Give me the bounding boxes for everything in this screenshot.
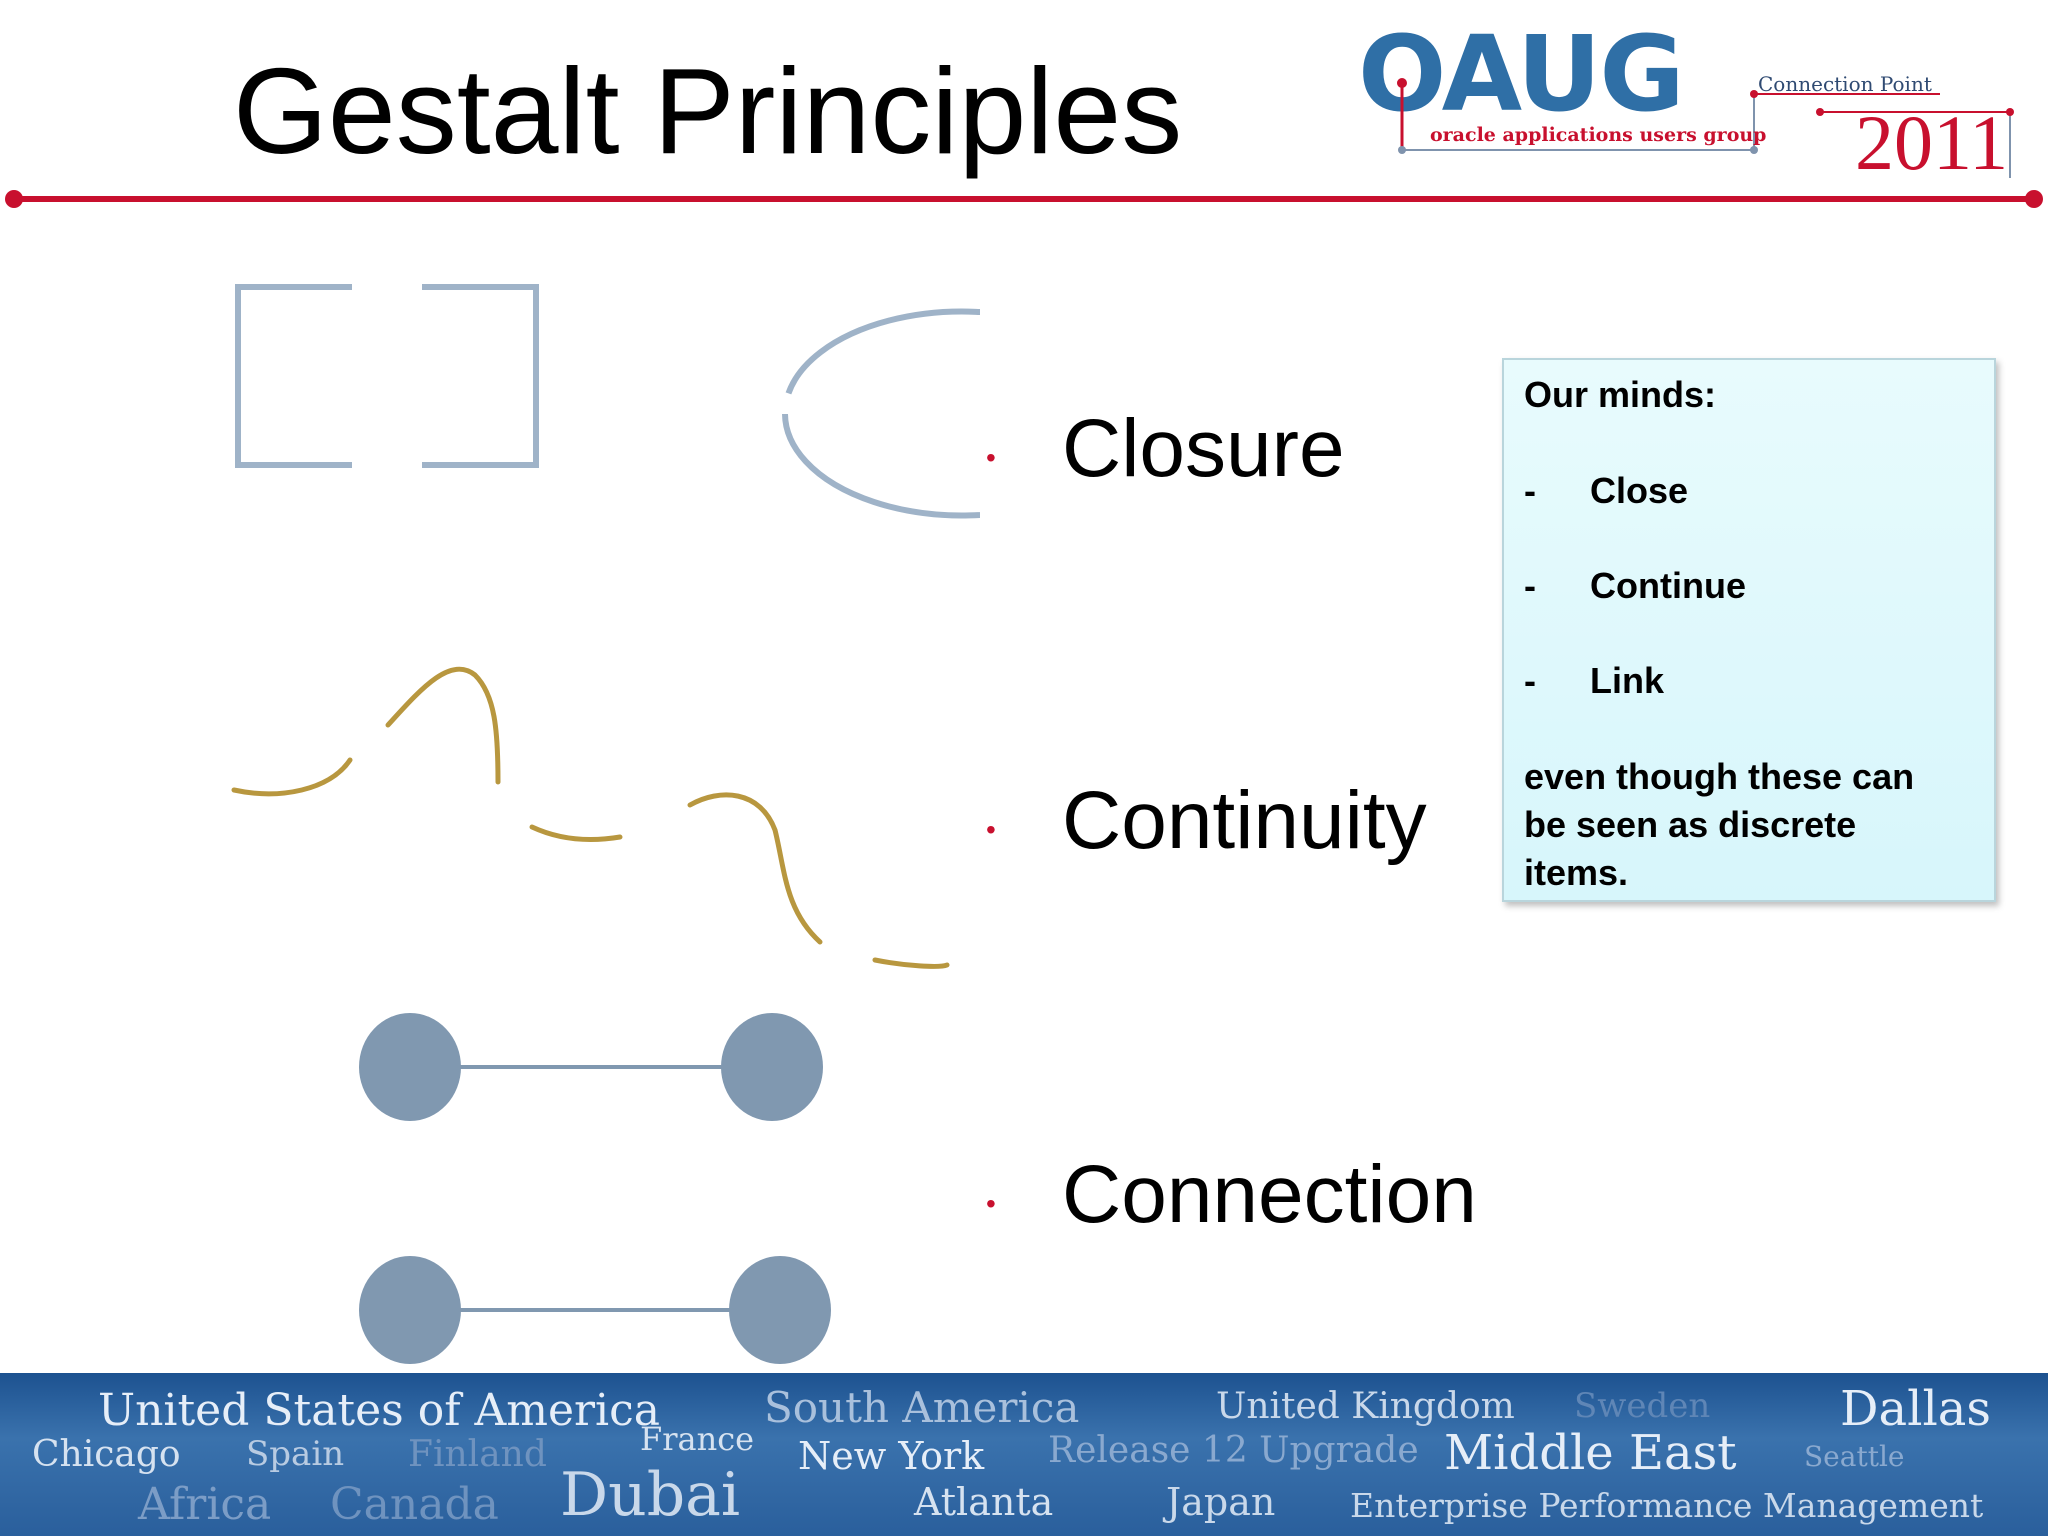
- footer-place: Chicago: [32, 1434, 181, 1475]
- title-divider: [5, 190, 2043, 208]
- footer-place: France: [640, 1420, 755, 1458]
- event-name: Connection Point: [1758, 72, 1932, 96]
- footer-place: Finland: [408, 1434, 547, 1475]
- callout-footer-line: even though these can: [1524, 756, 1915, 797]
- callout-item: Continue: [1590, 565, 1746, 606]
- footer-place: Africa: [138, 1479, 272, 1530]
- footer-place: New York: [798, 1434, 985, 1478]
- bullet-label: Continuity: [1062, 775, 1427, 866]
- bullet-dot: •: [986, 442, 996, 473]
- closure-open-ellipse: [782, 308, 980, 519]
- closure-open-square: [235, 284, 539, 468]
- event-year: 2011: [1855, 99, 2009, 186]
- callout-dash: -: [1524, 470, 1536, 511]
- callout-heading: Our minds:: [1524, 374, 1717, 415]
- footer-place: Dubai: [560, 1460, 741, 1530]
- footer-place: Enterprise Performance Management: [1350, 1486, 1984, 1525]
- oaug-tagline: oracle applications users group: [1430, 124, 1767, 146]
- connection-pair-bottom: [359, 1256, 831, 1364]
- footer-place: Middle East: [1444, 1425, 1737, 1481]
- footer-place: United States of America: [98, 1385, 660, 1436]
- continuity-broken-curve: [231, 666, 950, 969]
- gestalt-illustrations: [231, 284, 980, 1364]
- callout-footer-line: be seen as discrete: [1524, 804, 1857, 845]
- bullet-label: Closure: [1062, 403, 1345, 494]
- bullet-label: Connection: [1062, 1149, 1477, 1240]
- footer-place: Sweden: [1574, 1386, 1711, 1426]
- callout-dash: -: [1524, 565, 1536, 606]
- footer-place: South America: [764, 1383, 1080, 1432]
- callout-box: Our minds: - Close - Continue - Link eve…: [1502, 358, 1996, 902]
- callout-footer-line: items.: [1524, 852, 1629, 893]
- footer-place: Japan: [1166, 1480, 1276, 1524]
- connection-pair-top: [359, 1013, 823, 1121]
- callout-item: Close: [1590, 470, 1689, 511]
- footer-place: Release 12 Upgrade: [1048, 1430, 1419, 1471]
- footer-place: United Kingdom: [1216, 1386, 1515, 1427]
- oaug-logo: OAUG oracle applications users group Con…: [1350, 22, 2040, 188]
- callout-item: Link: [1590, 660, 1665, 701]
- oaug-logo-text: OAUG: [1358, 13, 1685, 135]
- callout-dash: -: [1524, 660, 1536, 701]
- footer-place: Spain: [246, 1434, 345, 1474]
- logo-connector-lines: [1397, 78, 2014, 178]
- footer-place: Canada: [330, 1479, 499, 1530]
- footer-place: Atlanta: [914, 1480, 1054, 1524]
- slide-title: Gestalt Principles: [233, 43, 1183, 179]
- bullet-dot: •: [986, 1188, 996, 1219]
- footer-place: Seattle: [1804, 1440, 1905, 1473]
- footer-place: Dallas: [1840, 1381, 1992, 1437]
- bullet-dot: •: [986, 814, 996, 845]
- footer-banner: United States of America Chicago Spain F…: [0, 1373, 2048, 1536]
